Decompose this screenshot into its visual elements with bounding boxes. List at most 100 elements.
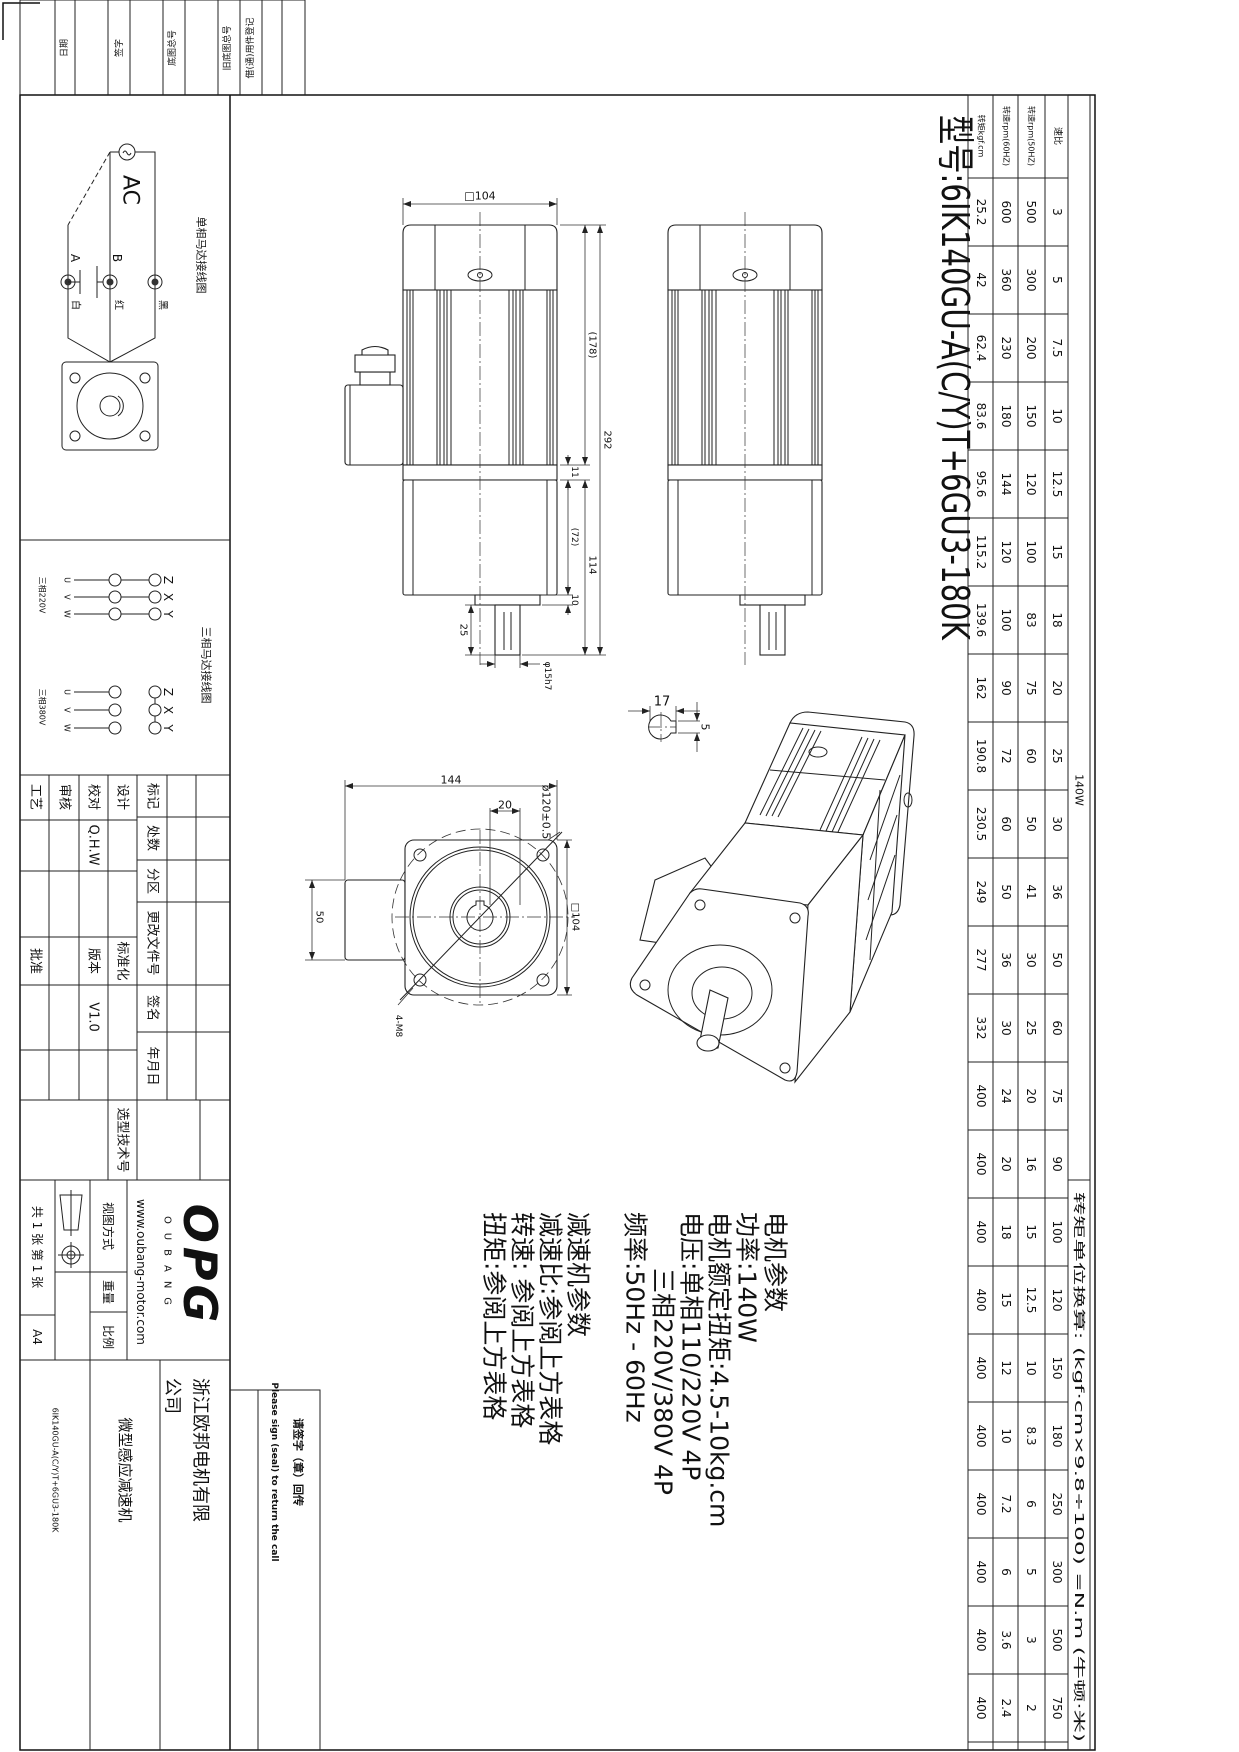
table-cell-rpm50: 25 bbox=[1024, 1020, 1038, 1035]
table-cell-torque: 42 bbox=[974, 272, 988, 287]
dim-72: (72) bbox=[569, 528, 579, 546]
table-cell-rpm50: 100 bbox=[1024, 541, 1038, 564]
terminal-box bbox=[344, 384, 404, 466]
table-cell-torque: 83.6 bbox=[974, 403, 988, 430]
dim-25: 25 bbox=[458, 624, 469, 637]
dim-key-5: 5 bbox=[699, 724, 712, 731]
dim-292: 292 bbox=[602, 430, 613, 449]
table-cell-torque: 400 bbox=[974, 1153, 988, 1176]
table-cell-torque: 400 bbox=[974, 1493, 988, 1516]
table-cell-ratio: 60 bbox=[1050, 1020, 1064, 1035]
terminal-x-220: X bbox=[161, 593, 175, 601]
table-cell-ratio: 7.5 bbox=[1050, 338, 1064, 357]
row-label-ratio: 速比 bbox=[1052, 127, 1064, 145]
revision-checker-name: Q.H.W bbox=[86, 825, 101, 866]
terminal-y-220: Y bbox=[161, 609, 175, 618]
table-grid bbox=[968, 94, 1068, 1743]
table-cell-rpm60: 18 bbox=[999, 1224, 1013, 1239]
strip-label-old-base-no: 旧底图总号 bbox=[221, 25, 233, 70]
website: www.oubang-motor.com bbox=[134, 1199, 148, 1345]
table-cell-rpm50: 60 bbox=[1024, 748, 1038, 763]
table-cell-ratio: 36 bbox=[1050, 884, 1064, 899]
spec-torque: 扭矩:参阅上方表格 bbox=[480, 1212, 509, 1420]
table-cell-rpm50: 200 bbox=[1024, 337, 1038, 360]
table-cell-rpm60: 2.4 bbox=[999, 1698, 1013, 1717]
table-cell-rpm60: 20 bbox=[999, 1156, 1013, 1171]
table-cell-torque: 400 bbox=[974, 1221, 988, 1244]
table-cell-ratio: 180 bbox=[1050, 1425, 1064, 1448]
row-label-torque: 转矩kgf.cm bbox=[977, 115, 987, 158]
table-cell-ratio: 12.5 bbox=[1050, 471, 1064, 498]
dim-square-104: □104 bbox=[464, 190, 495, 203]
table-cell-rpm60: 100 bbox=[999, 609, 1013, 632]
ac-label: AC bbox=[118, 175, 143, 205]
table-cell-torque: 62.4 bbox=[974, 335, 988, 362]
phase-w-220: W bbox=[63, 610, 72, 618]
table-cell-ratio: 500 bbox=[1050, 1629, 1064, 1652]
table-cell-rpm50: 300 bbox=[1024, 269, 1038, 292]
table-cell-rpm50: 3 bbox=[1024, 1636, 1038, 1644]
revision-version-label: 版本 bbox=[86, 948, 101, 974]
title-block bbox=[20, 1100, 321, 1750]
revision-selection-no: 选型技术号 bbox=[115, 1107, 130, 1172]
sign-return-note-cn: 请签字（章）回传 bbox=[292, 1418, 306, 1506]
table-cell-rpm60: 230 bbox=[999, 337, 1013, 360]
dim-50: 50 bbox=[314, 911, 325, 924]
side-view bbox=[667, 212, 823, 665]
revision-zone: 分区 bbox=[145, 868, 160, 894]
spec-voltage-single: 电压:单相110/220V 4P bbox=[677, 1212, 706, 1480]
dim-key-17: 17 bbox=[654, 695, 671, 710]
table-cell-rpm50: 500 bbox=[1024, 201, 1038, 224]
product-name: 微型感应减速机 bbox=[116, 1417, 134, 1522]
table-cell-ratio: 300 bbox=[1050, 1561, 1064, 1584]
ratio-table bbox=[967, 94, 1091, 1750]
table-cell-ratio: 5 bbox=[1050, 276, 1064, 284]
table-cell-ratio: 25 bbox=[1050, 748, 1064, 763]
spec-power: 功率:140W bbox=[733, 1212, 762, 1343]
table-cell-rpm60: 3.6 bbox=[999, 1630, 1013, 1649]
table-cell-ratio: 120 bbox=[1050, 1289, 1064, 1312]
capacitor-icon bbox=[68, 266, 103, 298]
flange-front-icon bbox=[61, 361, 159, 451]
table-cell-torque: 400 bbox=[974, 1697, 988, 1720]
wire-white-label: 白 bbox=[70, 300, 83, 310]
table-cell-torque: 162 bbox=[974, 677, 988, 700]
wire-black-label: 黑 bbox=[157, 300, 169, 310]
spec-gearbox-heading: 减速机参数 bbox=[564, 1212, 593, 1337]
dim-11: 11 bbox=[569, 466, 579, 477]
dim-4-m8: 4-M8 bbox=[393, 1015, 403, 1038]
table-cell-rpm50: 150 bbox=[1024, 405, 1038, 428]
table-cell-ratio: 15 bbox=[1050, 544, 1064, 559]
table-cell-rpm50: 41 bbox=[1024, 884, 1038, 899]
table-cell-ratio: 90 bbox=[1050, 1156, 1064, 1171]
phase-u-380: U bbox=[63, 689, 72, 695]
dim-shaft-diameter: φ15h7 bbox=[542, 662, 552, 691]
table-cell-rpm50: 120 bbox=[1024, 473, 1038, 496]
dim-20: 20 bbox=[498, 799, 512, 812]
spec-speed: 转速: 参阅上方表格 bbox=[508, 1212, 537, 1428]
single-phase-wiring-diagram bbox=[60, 143, 163, 451]
table-cell-torque: 115.2 bbox=[974, 535, 988, 569]
opg-logo: OPG bbox=[173, 1204, 227, 1327]
spec-voltage-three: 三相220V/380V 4P bbox=[649, 1268, 678, 1495]
terminal-label-b: B bbox=[110, 254, 124, 262]
drawing-number: 6IK140GU-A(C/Y)T+6GU3-180K bbox=[51, 1408, 60, 1534]
table-cell-ratio: 750 bbox=[1050, 1697, 1064, 1720]
wire-red-label: 红 bbox=[113, 300, 126, 310]
single-phase-title: 单相马达接线图 bbox=[195, 217, 209, 294]
table-cell-rpm60: 72 bbox=[999, 748, 1013, 763]
table-cell-rpm60: 600 bbox=[999, 201, 1013, 224]
table-cell-torque: 400 bbox=[974, 1357, 988, 1380]
drawing-frame bbox=[19, 94, 1096, 1751]
table-cell-ratio: 50 bbox=[1050, 952, 1064, 967]
table-cell-ratio: 30 bbox=[1050, 816, 1064, 831]
table-cell-rpm60: 60 bbox=[999, 816, 1013, 831]
table-cell-rpm60: 36 bbox=[999, 952, 1013, 967]
revision-sign: 签名 bbox=[145, 995, 161, 1021]
table-cell-rpm50: 10 bbox=[1024, 1360, 1038, 1375]
phase-u-220: U bbox=[63, 577, 72, 583]
table-cell-rpm50: 5 bbox=[1024, 1568, 1038, 1576]
paper-size: A4 bbox=[30, 1329, 44, 1345]
table-cell-rpm50: 2 bbox=[1024, 1704, 1038, 1712]
terminal-z-380: Z bbox=[161, 688, 175, 696]
